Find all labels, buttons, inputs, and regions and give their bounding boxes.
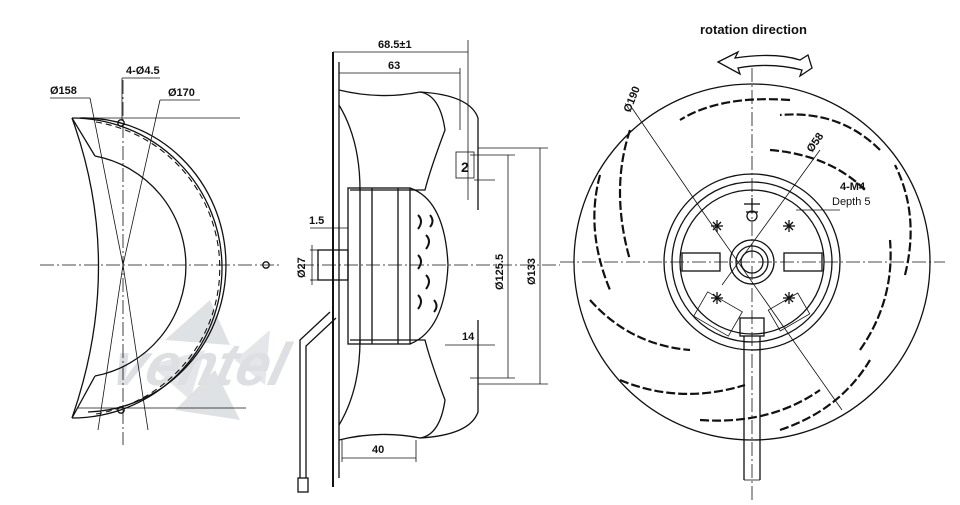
dim-overall-width: 68.5±1 <box>378 39 412 51</box>
impeller-lower <box>338 339 446 441</box>
dim-holes: 4-Ø4.5 <box>126 65 160 77</box>
label-plate-right <box>767 292 811 332</box>
flange-dashed-arc <box>95 121 221 415</box>
dim-d58: Ø58 <box>805 131 827 155</box>
rotor-slots <box>417 214 438 313</box>
dim-depth: Depth 5 <box>832 196 871 208</box>
flange-inner-arc-1 <box>79 117 227 413</box>
dim-d170: Ø170 <box>168 87 195 99</box>
left-view: Ø158 4-Ø4.5 Ø170 <box>40 65 280 445</box>
label-plate-left <box>693 291 743 337</box>
cable <box>299 311 331 478</box>
mount-hole-bottom <box>117 406 125 414</box>
rotation-arrow-icon <box>716 50 813 78</box>
motor-body <box>347 187 411 345</box>
flange-outer-arc <box>71 117 223 419</box>
motor-rotor-cap <box>409 187 449 345</box>
mount-hole-top <box>117 119 125 127</box>
dim-gap-2: 2 <box>461 159 469 175</box>
dim-hub-1-5: 1.5 <box>309 215 324 227</box>
mount-hole-right <box>262 261 270 269</box>
dim-40: 40 <box>372 444 384 456</box>
dim-width-63: 63 <box>388 60 400 72</box>
cable-connector <box>297 477 309 493</box>
flange-left-edge <box>71 117 100 419</box>
impeller-upper <box>338 89 446 191</box>
dim-d133: Ø133 <box>526 258 538 285</box>
dim-d158: Ø158 <box>50 85 77 97</box>
dim-d190: Ø190 <box>622 85 643 114</box>
dim-thread: 4-M4 <box>840 181 866 193</box>
rotation-direction-label: rotation direction <box>700 22 807 37</box>
impeller-blades <box>589 98 912 432</box>
front-view: rotation direction <box>560 22 945 500</box>
dim-gap-box <box>455 151 475 179</box>
dim-d125-5: Ø125.5 <box>494 254 506 290</box>
dim-14: 14 <box>462 331 475 343</box>
side-view: 68.5±1 63 Ø27 1.5 <box>296 39 560 493</box>
dim-d27: Ø27 <box>296 257 308 278</box>
